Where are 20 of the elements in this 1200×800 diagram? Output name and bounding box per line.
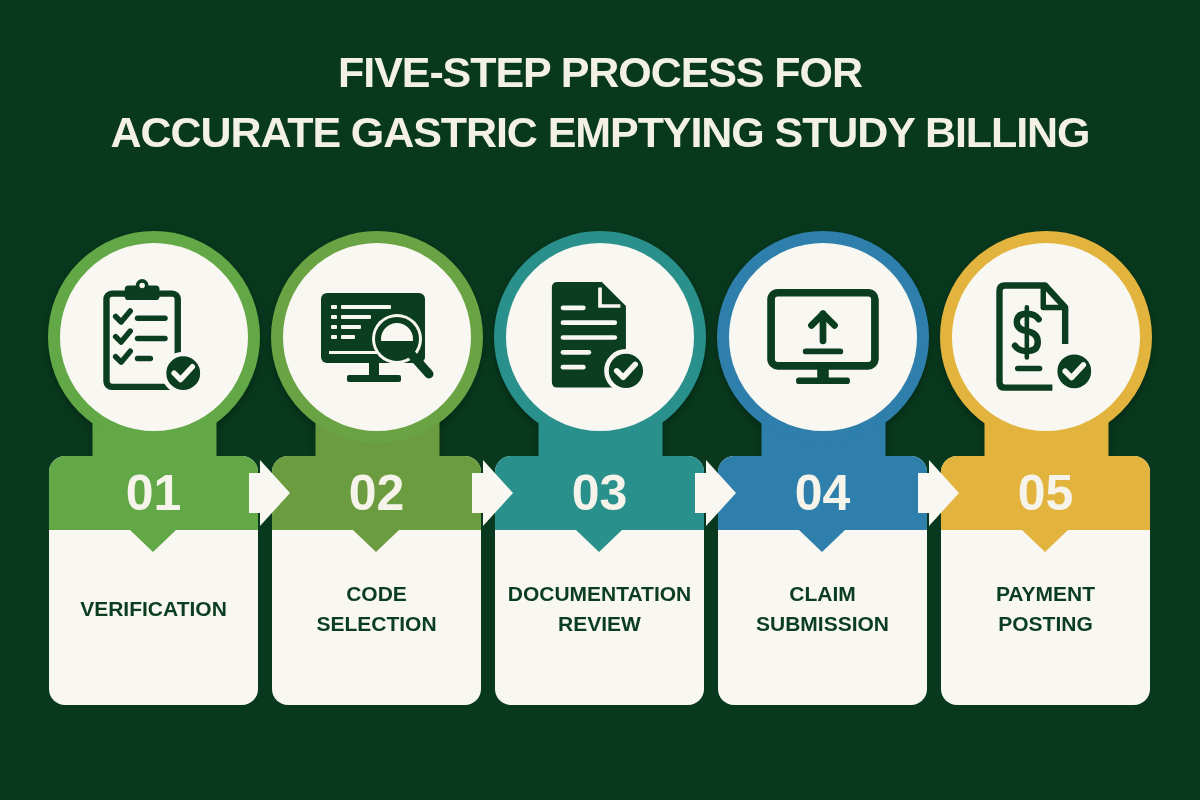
title: FIVE-STEP PROCESS FOR ACCURATE GASTRIC EMPTYING STUDY BILLING — [110, 47, 1090, 158]
step-label: VERIFICATION — [80, 595, 227, 622]
arrow — [249, 460, 290, 526]
step-card — [272, 456, 481, 705]
step-label: CLAIM SUBMISSION — [755, 580, 890, 637]
step-label: DOCUMENTATION REVIEW — [506, 580, 693, 637]
step-label: PAYMENT POSTING — [994, 580, 1097, 637]
step-card — [718, 456, 927, 705]
step-number: 04 — [794, 468, 851, 518]
step-card — [495, 456, 704, 705]
step-number: 03 — [571, 468, 628, 518]
step-number: 05 — [1017, 468, 1074, 518]
step-card — [49, 456, 258, 705]
arrow — [472, 460, 513, 526]
arrow — [918, 460, 959, 526]
step-label: CODE SELECTION — [315, 580, 438, 637]
step-number: 02 — [348, 468, 405, 518]
step-number: 01 — [125, 468, 182, 518]
step-card — [941, 456, 1150, 705]
arrow — [695, 460, 736, 526]
